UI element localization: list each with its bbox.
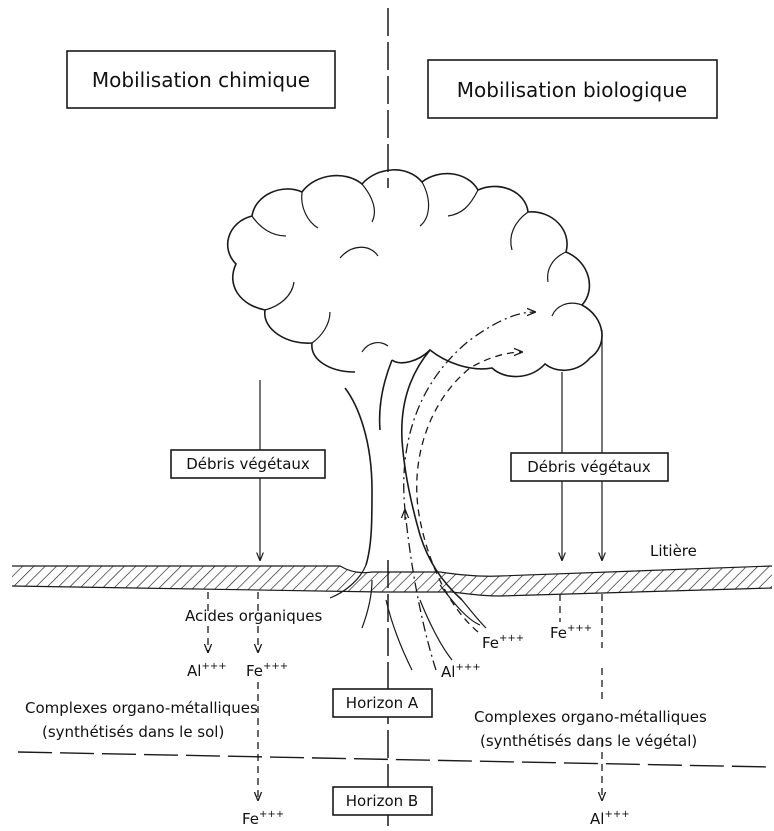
debris-label-left: Débris végétaux <box>186 455 310 473</box>
debris-label-right: Débris végétaux <box>527 458 651 476</box>
title-box-biological: Mobilisation biologique <box>428 60 717 118</box>
title-biological: Mobilisation biologique <box>457 78 687 102</box>
svg-text:Al+++: Al+++ <box>590 809 630 828</box>
tree-trunk <box>330 350 486 670</box>
svg-text:Fe+++: Fe+++ <box>550 623 592 642</box>
ion-fe-left: Fe+++ <box>246 661 288 680</box>
svg-text:Al+++: Al+++ <box>187 661 227 680</box>
svg-text:Fe+++: Fe+++ <box>242 809 284 828</box>
svg-text:Al+++: Al+++ <box>441 662 481 681</box>
ion-al-root-symbol: Al <box>441 663 455 681</box>
tree-crown <box>228 170 602 377</box>
horizon-b-box: Horizon B <box>333 787 432 815</box>
ion-fe-bottom-left-charge: +++ <box>259 809 284 820</box>
complexes-left-line1: Complexes organo-métalliques <box>25 699 258 717</box>
complexes-right-line1: Complexes organo-métalliques <box>474 708 707 726</box>
ion-al-root: Al+++ <box>441 662 481 681</box>
ion-fe-bottom-left: Fe+++ <box>242 809 284 828</box>
ion-al-left-charge: +++ <box>201 661 226 672</box>
organic-acids-label: Acides organiques <box>185 607 322 625</box>
ion-al-bottom-right-charge: +++ <box>604 809 629 820</box>
title-box-chemical: Mobilisation chimique <box>67 51 335 108</box>
litter-label: Litière <box>650 542 697 560</box>
ion-fe-left-symbol: Fe <box>246 662 263 680</box>
horizon-a-label: Horizon A <box>346 694 419 712</box>
ion-al-left-symbol: Al <box>187 662 201 680</box>
complexes-right-line2: (synthétisés dans le végétal) <box>480 732 697 750</box>
litter-layer: Litière <box>12 542 772 596</box>
ion-fe-root-symbol: Fe <box>482 634 499 652</box>
ion-fe-bottom-left-symbol: Fe <box>242 810 259 828</box>
ion-fe-right: Fe+++ <box>550 623 592 642</box>
horizon-boundary <box>18 752 770 767</box>
svg-text:Fe+++: Fe+++ <box>482 633 524 652</box>
complexes-left-line2: (synthétisés dans le sol) <box>42 723 224 741</box>
ion-fe-root: Fe+++ <box>482 633 524 652</box>
horizon-b-label: Horizon B <box>346 792 418 810</box>
horizon-a-box: Horizon A <box>333 689 432 717</box>
ion-fe-right-charge: +++ <box>567 623 592 634</box>
ion-al-bottom-right-symbol: Al <box>590 810 604 828</box>
ion-fe-root-charge: +++ <box>499 633 524 644</box>
sap-flow-arrows <box>404 312 535 670</box>
ion-al-bottom-right: Al+++ <box>590 809 630 828</box>
title-chemical: Mobilisation chimique <box>92 68 310 92</box>
ion-al-root-charge: +++ <box>455 662 480 673</box>
debris-box-left: Débris végétaux <box>171 450 325 478</box>
ion-fe-left-charge: +++ <box>263 661 288 672</box>
ion-fe-right-symbol: Fe <box>550 624 567 642</box>
svg-text:Fe+++: Fe+++ <box>246 661 288 680</box>
ion-al-left: Al+++ <box>187 661 227 680</box>
debris-box-right: Débris végétaux <box>511 453 668 481</box>
